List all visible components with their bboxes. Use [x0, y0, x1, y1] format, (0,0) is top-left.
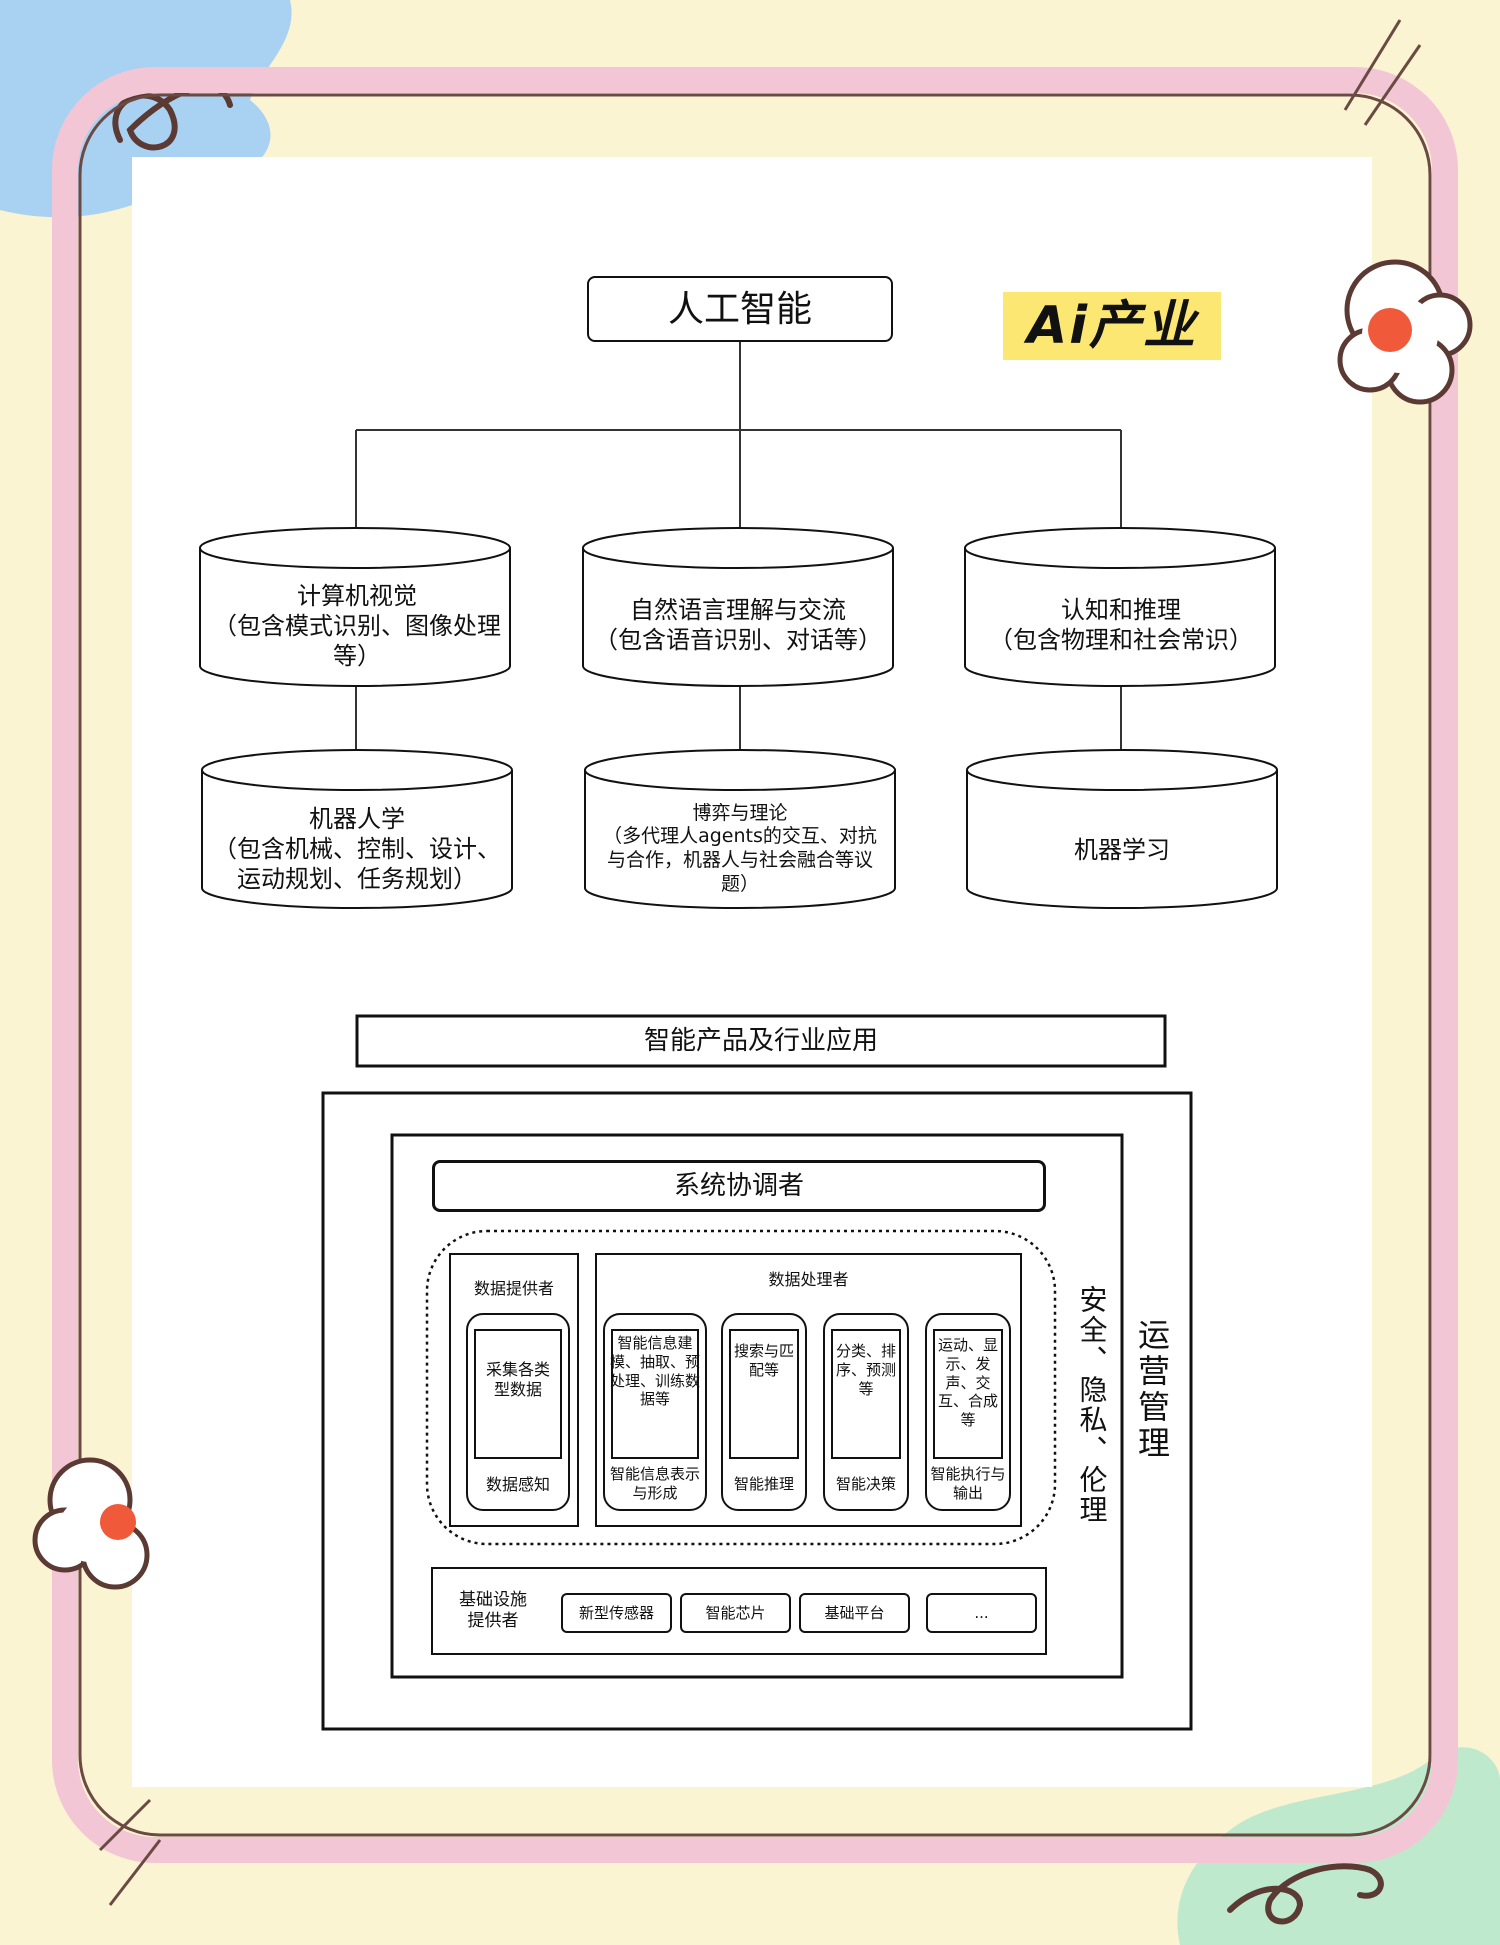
root-node-ai: 人工智能	[587, 276, 893, 342]
data-provider-label: 数据感知	[467, 1468, 569, 1502]
field-title: 博弈与理论	[692, 801, 788, 824]
infra-item-chip: 智能芯片	[680, 1593, 791, 1633]
operations-text: 运营管理	[1133, 1318, 1171, 1462]
stage-label-text: 智能信息表示与形成	[609, 1465, 700, 1502]
stage-inner-text: 智能信息建模、抽取、预处理、训练数据等	[609, 1334, 700, 1409]
stage-label-text: 智能执行与输出	[930, 1465, 1006, 1502]
data-provider-label-text: 数据感知	[485, 1475, 550, 1494]
field-detail: （包含模式识别、图像处理等）	[213, 612, 501, 670]
field-title: 机器学习	[1074, 836, 1170, 864]
infra-item-text: 智能芯片	[705, 1603, 766, 1622]
field-detail: （包含机械、控制、设计、运动规划、任务规划）	[213, 835, 501, 893]
field-cognition: 认知和推理 （包含物理和社会常识）	[975, 575, 1267, 675]
field-game-theory: 博弈与理论 （多代理人agents的交互、对抗与合作，机器人与社会融合等议题）	[596, 794, 884, 904]
infra-item-text: 新型传感器	[578, 1603, 654, 1622]
data-processor-title-text: 数据处理者	[768, 1270, 849, 1289]
stage-label-4: 智能执行与输出	[926, 1462, 1010, 1506]
data-provider-inner-text: 采集各类型数据	[485, 1360, 550, 1399]
field-detail: （包含物理和社会常识）	[989, 626, 1253, 654]
operations-management-label: 运营管理	[1130, 1300, 1174, 1480]
field-title: 认知和推理	[1061, 596, 1181, 624]
infra-item-platform: 基础平台	[799, 1593, 910, 1633]
infra-item-sensor: 新型传感器	[561, 1593, 672, 1633]
stage-inner-3: 分类、排序、预测等	[832, 1342, 900, 1452]
infra-item-more: ...	[926, 1593, 1037, 1633]
field-detail: （包含语音识别、对话等）	[594, 626, 882, 654]
field-robotics: 机器人学 （包含机械、控制、设计、运动规划、任务规划）	[212, 795, 502, 903]
stage-label-text: 智能决策	[835, 1474, 896, 1493]
field-computer-vision: 计算机视觉 （包含模式识别、图像处理等）	[212, 572, 502, 680]
field-title: 计算机视觉	[297, 582, 417, 610]
stage-label-text: 智能推理	[733, 1474, 794, 1493]
security-privacy-ethics-label: 安全、隐私、伦理	[1072, 1280, 1112, 1530]
infra-title-text: 基础设施提供者	[459, 1589, 527, 1631]
security-text: 安全、隐私、伦理	[1075, 1285, 1109, 1525]
infra-item-text: ...	[974, 1603, 989, 1622]
field-nlp: 自然语言理解与交流 （包含语音识别、对话等）	[592, 575, 884, 675]
field-title: 自然语言理解与交流	[630, 596, 846, 624]
data-provider-title-text: 数据提供者	[473, 1279, 554, 1298]
stage-inner-1: 智能信息建模、抽取、预处理、训练数据等	[609, 1334, 701, 1454]
infra-item-text: 基础平台	[824, 1603, 885, 1622]
stage-inner-4: 运动、显示、发声、交互、合成等	[934, 1336, 1002, 1454]
data-provider-inner: 采集各类型数据	[479, 1350, 557, 1410]
infra-provider-title: 基础设施提供者	[452, 1582, 534, 1640]
stage-inner-text: 搜索与匹配等	[733, 1342, 794, 1379]
data-processor-title: 数据处理者	[596, 1265, 1021, 1295]
field-title: 机器人学	[309, 805, 405, 833]
stage-label-1: 智能信息表示与形成	[604, 1462, 706, 1506]
coordinator-label: 系统协调者	[673, 1170, 804, 1201]
field-detail: （多代理人agents的交互、对抗与合作，机器人与社会融合等议题）	[603, 825, 877, 895]
top-bar-label: 智能产品及行业应用	[643, 1025, 878, 1056]
field-machine-learning: 机器学习	[977, 800, 1267, 900]
ai-industry-badge: Ai产业	[1003, 292, 1221, 360]
system-coordinator-bar: 系统协调者	[432, 1160, 1046, 1212]
data-provider-title: 数据提供者	[450, 1274, 578, 1304]
stage-label-2: 智能推理	[716, 1466, 812, 1502]
stage-inner-text: 运动、显示、发声、交互、合成等	[937, 1336, 998, 1429]
badge-text: Ai产业	[1026, 295, 1198, 356]
root-label: 人工智能	[667, 288, 812, 330]
stage-label-3: 智能决策	[818, 1466, 914, 1502]
industry-application-bar: 智能产品及行业应用	[357, 1016, 1165, 1066]
stage-inner-text: 分类、排序、预测等	[835, 1342, 896, 1398]
stage-inner-2: 搜索与匹配等	[730, 1342, 798, 1452]
